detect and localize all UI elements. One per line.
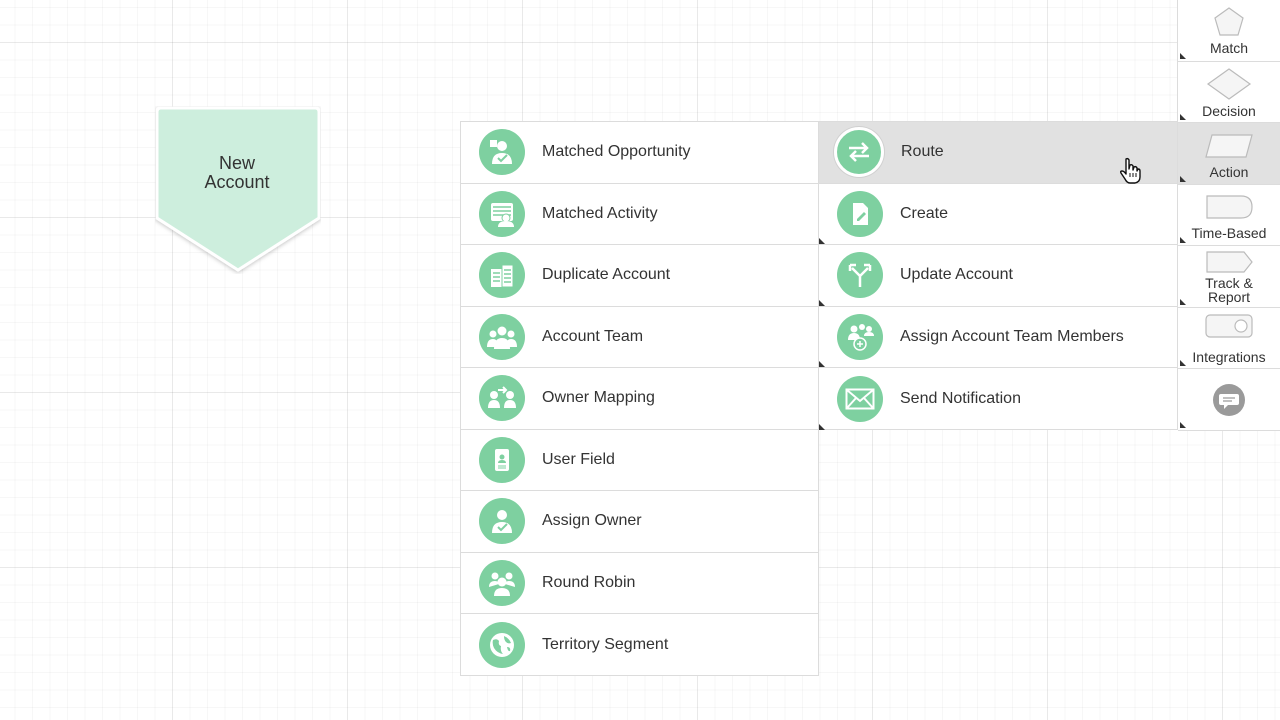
menu-item-label: Update Account <box>900 266 1013 284</box>
palette-label: Match <box>1209 40 1249 56</box>
palette-item-track-report[interactable]: Track & Report <box>1178 246 1280 308</box>
menu-item-label: Round Robin <box>542 573 636 591</box>
corner-marker <box>1180 360 1186 366</box>
palette-label: Track & Report <box>1205 275 1253 305</box>
buildings-icon <box>479 252 525 299</box>
id-badge-icon <box>479 436 525 483</box>
corner-marker <box>1180 114 1186 120</box>
palette-label: Time-Based <box>1191 224 1267 241</box>
menu-item-label: Duplicate Account <box>542 266 671 284</box>
menu-item-label: Matched Activity <box>542 204 658 222</box>
menu-item-matched-activity[interactable]: Matched Activity <box>461 184 818 245</box>
menu-item-account-team[interactable]: Account Team <box>461 307 818 368</box>
user-transfer-icon <box>479 375 525 422</box>
envelope-icon <box>837 375 883 422</box>
menu-item-territory-segment[interactable]: Territory Segment <box>461 614 818 676</box>
palette-item-time-based[interactable]: Time-Based <box>1178 185 1280 246</box>
corner-marker <box>1180 298 1186 305</box>
start-node-new-account[interactable]: New Account <box>155 106 321 274</box>
menu-item-round-robin[interactable]: Round Robin <box>461 553 818 614</box>
hand-cursor-icon <box>1119 157 1141 184</box>
palette-label: Decision <box>1202 102 1256 119</box>
user-check-icon <box>479 498 525 545</box>
parallelogram-shape-icon <box>1205 134 1253 158</box>
condition-menu: Matched Opportunity Matched Activity Dup… <box>460 121 819 676</box>
menu-item-label: Route <box>901 143 944 161</box>
calendar-user-icon <box>479 190 525 237</box>
group-icon <box>479 559 525 606</box>
corner-marker <box>1180 421 1186 428</box>
toggle-shape-icon <box>1205 313 1253 338</box>
team-icon <box>479 313 525 360</box>
menu-item-label: Create <box>900 204 949 222</box>
corner-marker <box>819 361 825 367</box>
start-node-label: New Account <box>204 153 270 192</box>
shape-palette: Match Decision Action Time-Based Track &… <box>1177 0 1280 431</box>
menu-item-matched-opportunity[interactable]: Matched Opportunity <box>461 122 818 184</box>
chat-bubble-icon <box>1213 384 1245 416</box>
menu-item-owner-mapping[interactable]: Owner Mapping <box>461 368 818 430</box>
menu-item-assign-account-team-members[interactable]: Assign Account Team Members <box>819 307 1177 368</box>
rounded-tab-shape-icon <box>1206 194 1253 219</box>
menu-item-user-field[interactable]: User Field <box>461 430 818 491</box>
palette-item-integrations[interactable]: Integrations <box>1178 308 1280 369</box>
swap-arrows-icon <box>834 127 884 178</box>
menu-item-label: Account Team <box>542 327 644 345</box>
menu-item-label: User Field <box>542 450 615 468</box>
globe-icon <box>479 621 525 668</box>
team-add-icon <box>837 313 883 360</box>
menu-item-send-notification[interactable]: Send Notification <box>819 368 1177 430</box>
palette-item-action[interactable]: Action <box>1178 123 1280 185</box>
palette-item-decision[interactable]: Decision <box>1178 62 1280 123</box>
corner-marker <box>819 423 825 430</box>
palette-item-match[interactable]: Match <box>1178 0 1280 62</box>
palette-item-comment[interactable] <box>1178 369 1280 431</box>
branch-arrows-icon <box>837 252 883 299</box>
menu-item-create[interactable]: Create <box>819 184 1177 245</box>
palette-label: Action <box>1209 164 1249 180</box>
palette-label: Integrations <box>1192 348 1266 365</box>
menu-item-label: Assign Owner <box>542 512 642 530</box>
menu-item-label: Assign Account Team Members <box>900 327 1124 345</box>
user-check-icon <box>479 129 525 176</box>
corner-marker <box>1180 52 1186 59</box>
menu-item-update-account[interactable]: Update Account <box>819 245 1177 307</box>
menu-item-label: Territory Segment <box>542 635 669 653</box>
menu-item-label: Send Notification <box>900 389 1021 407</box>
corner-marker <box>1180 237 1186 243</box>
corner-marker <box>819 238 825 244</box>
start-node-shape <box>155 106 321 272</box>
corner-marker <box>1180 175 1186 182</box>
menu-item-assign-owner[interactable]: Assign Owner <box>461 491 818 553</box>
document-edit-icon <box>837 190 883 237</box>
menu-item-route[interactable]: Route <box>819 122 1177 184</box>
arrow-tab-shape-icon <box>1206 251 1253 273</box>
menu-item-duplicate-account[interactable]: Duplicate Account <box>461 245 818 307</box>
corner-marker <box>819 299 825 306</box>
pentagon-shape-icon <box>1214 7 1244 36</box>
menu-item-label: Owner Mapping <box>542 389 655 407</box>
menu-item-label: Matched Opportunity <box>542 143 691 161</box>
diamond-shape-icon <box>1206 67 1252 100</box>
